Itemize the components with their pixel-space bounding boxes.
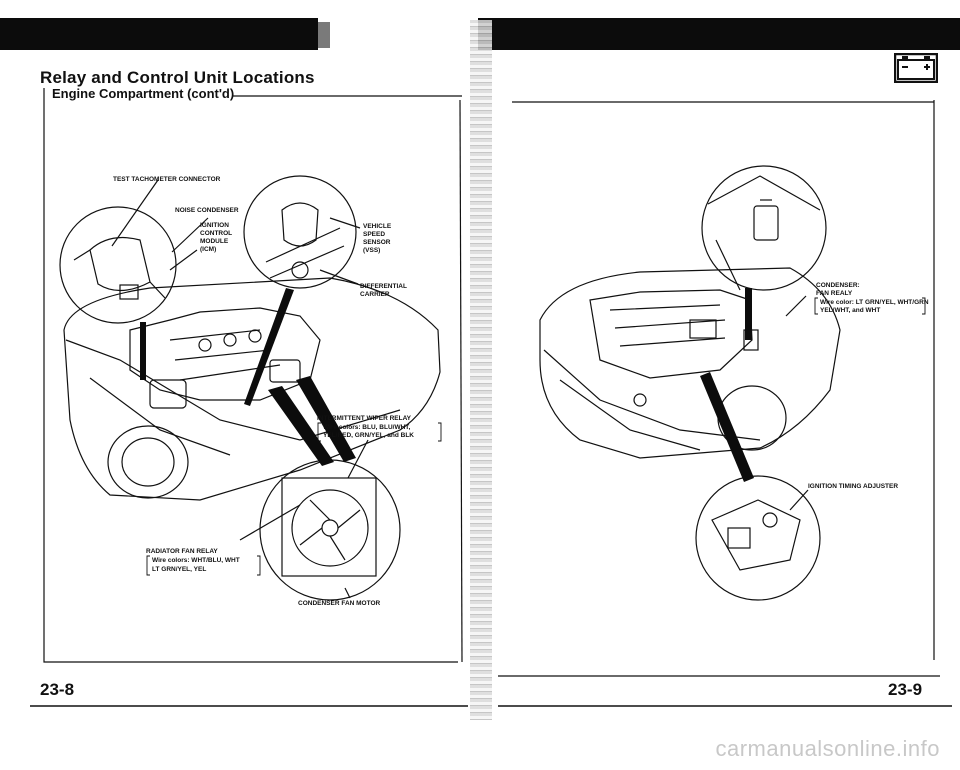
label-radiator-relay: RADIATOR FAN RELAY	[146, 548, 218, 555]
inset-icm	[59, 206, 177, 324]
label-radiator-colors-2: LT GRN/YEL, YEL	[152, 566, 207, 573]
page-number-right: 23-9	[888, 680, 923, 699]
label-vss-1: VEHICLE	[363, 223, 392, 230]
pointer-vss	[244, 288, 294, 406]
front-wheel	[107, 425, 189, 499]
pointer-fan-relay	[745, 288, 752, 340]
label-icm-3: MODULE	[200, 238, 229, 245]
label-wiper-colors-1: Wire colors: BLU, BLU/WHT,	[323, 424, 411, 431]
label-noise-condenser: NOISE CONDENSER	[175, 207, 239, 214]
label-vss-4: (VSS)	[363, 247, 381, 254]
left-header-bar-tail	[318, 22, 330, 48]
label-wiper-relay: INTERMITTENT WIPER RELAY	[317, 415, 412, 422]
left-header-bar	[0, 18, 318, 50]
page-title: Relay and Control Unit Locations	[40, 68, 315, 87]
label-wiper-colors-2: YEL/RED, GRN/YEL, and BLK	[323, 432, 415, 439]
label-icm-1: IGNITION	[200, 222, 229, 229]
inset-timing	[695, 475, 821, 601]
watermark: carmanualsonline.info	[715, 736, 940, 761]
label-diff-1: DIFFERENTIAL	[360, 283, 407, 290]
label-fan-realy: FAN REALY	[816, 290, 853, 297]
battery-icon	[894, 53, 938, 83]
page-number-left: 23-8	[40, 680, 75, 699]
label-radiator-colors-1: Wire colors: WHT/BLU, WHT	[152, 557, 240, 564]
label-condenser: CONDENSER:	[816, 282, 860, 289]
pointer-icm	[140, 322, 146, 380]
label-icm-4: (ICM)	[200, 246, 217, 253]
label-vss-3: SENSOR	[363, 239, 391, 246]
label-icm-2: CONTROL	[200, 230, 233, 237]
inset-radiator	[259, 459, 401, 601]
pointer-timing	[700, 372, 754, 482]
label-diff-2: CARRIER	[360, 291, 390, 298]
label-fan-motor: CONDENSER FAN MOTOR	[298, 600, 381, 607]
label-condenser-colors-2: YEL/WHT, and WHT	[820, 307, 881, 314]
label-tach-connector: TEST TACHOMETER CONNECTOR	[113, 176, 221, 183]
inset-vss	[243, 175, 357, 289]
left-frame	[43, 88, 458, 663]
label-vss-2: SPEED	[363, 231, 386, 238]
right-header-bar	[478, 18, 960, 50]
inset-fan-relay	[701, 165, 827, 291]
label-ignition-timing: IGNITION TIMING ADJUSTER	[808, 483, 899, 490]
page-subtitle: Engine Compartment (cont'd)	[52, 86, 235, 101]
pointer-radiator	[268, 386, 334, 466]
label-condenser-colors-1: Wire color: LT GRN/YEL, WHT/GRN	[820, 299, 929, 306]
binding-spine	[470, 20, 492, 720]
